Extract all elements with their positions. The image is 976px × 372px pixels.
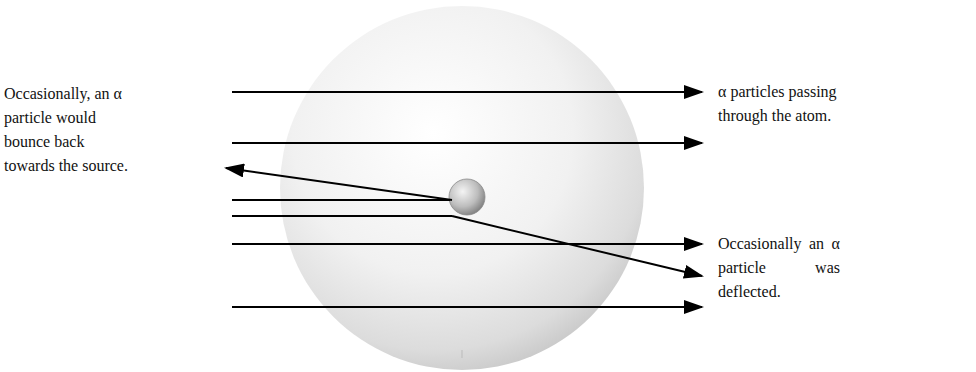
alpha-path-through [232,142,702,144]
atom-sphere [280,6,644,370]
alpha-path-incoming [232,215,452,217]
annotation-label: Occasionally an α particle was deflected… [718,232,840,304]
alpha-path-through [232,306,702,308]
alpha-path-incoming [232,199,450,201]
alpha-path-through [232,91,702,93]
shading-tick [462,350,463,358]
annotation-label: α particles passing through the atom. [718,80,888,128]
alpha-path-bounce-back [226,168,452,200]
alpha-path-deflected [452,216,702,276]
annotation-label: Occasionally, an α particle would bounce… [4,82,128,178]
nucleus [449,179,485,215]
alpha-path-through [232,243,702,245]
